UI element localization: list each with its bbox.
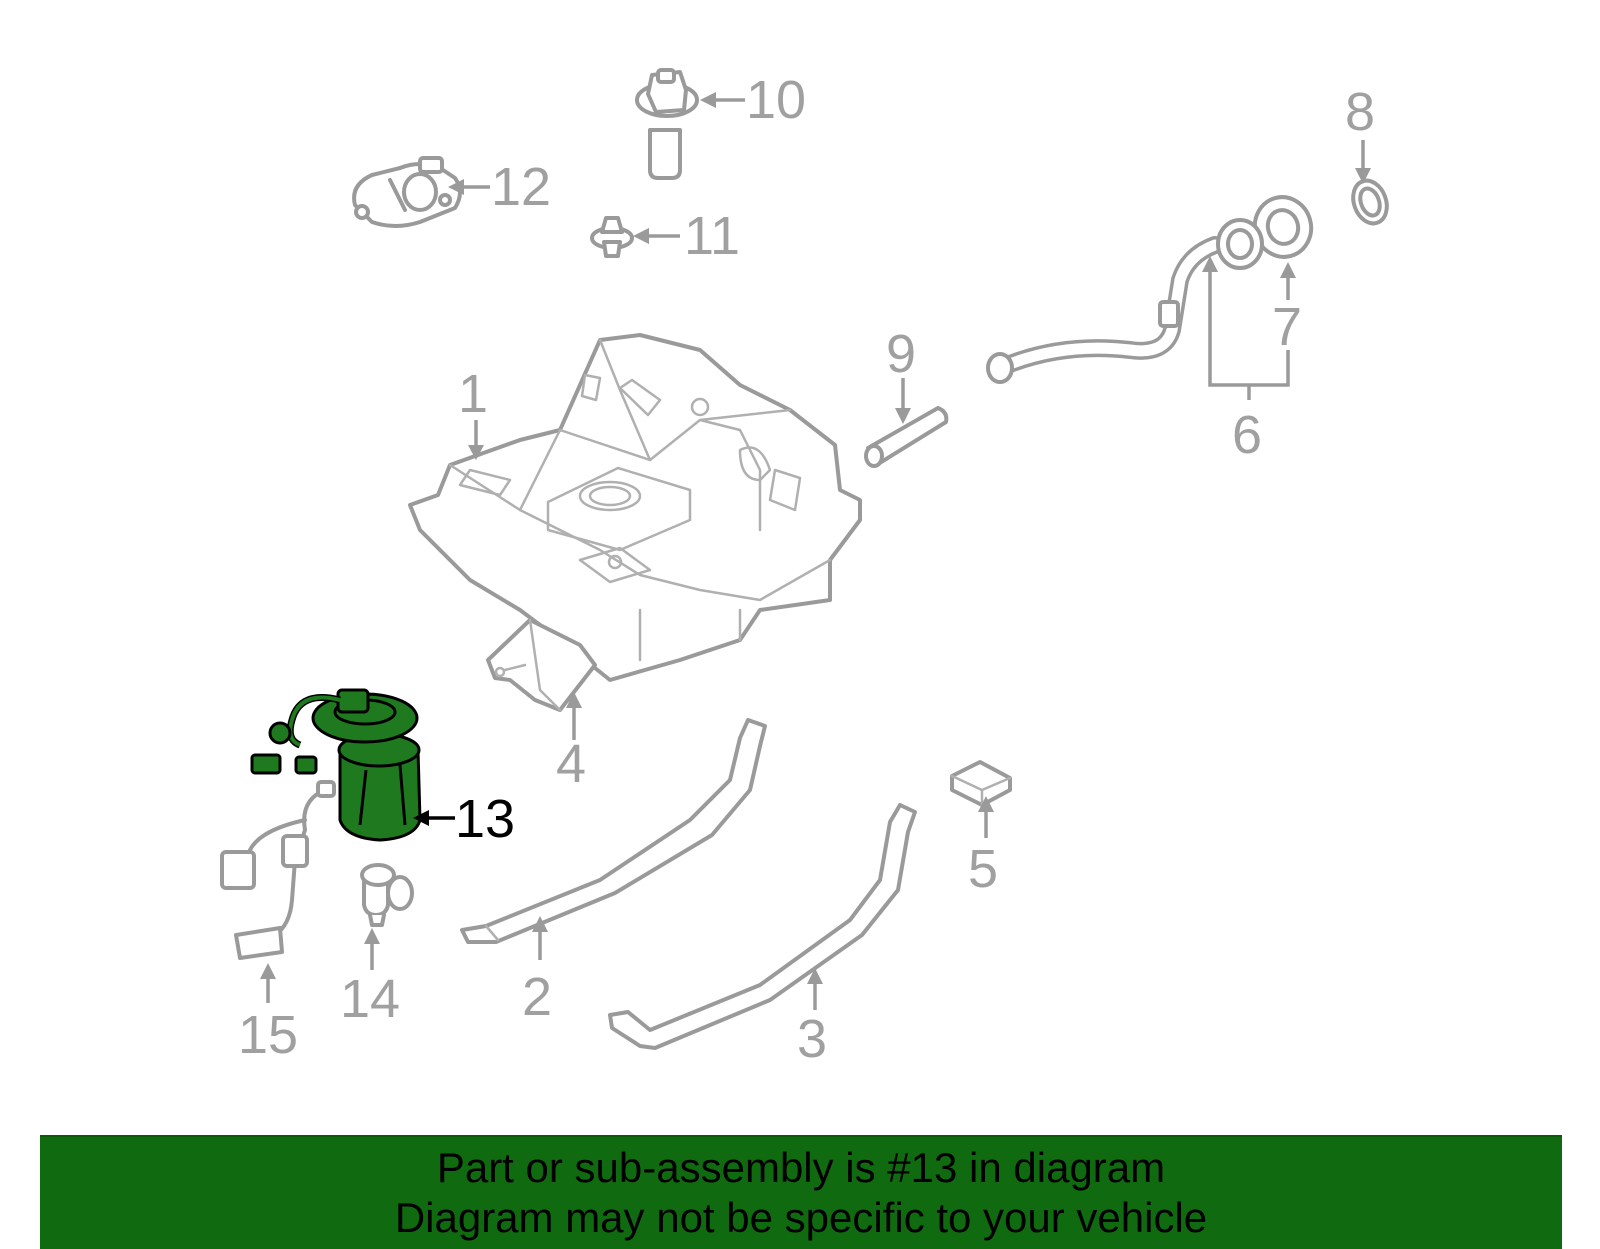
part-8-fuel-cap xyxy=(1351,178,1389,226)
part-4-bracket xyxy=(486,618,597,712)
callout-3: 3 xyxy=(797,1009,827,1069)
callout-4: 4 xyxy=(556,734,586,794)
part-3-strap xyxy=(608,803,917,1050)
part-5-pad xyxy=(950,760,1012,807)
part-14-pressure-regulator xyxy=(360,863,414,927)
callout-2: 2 xyxy=(522,967,552,1027)
callout-11: 11 xyxy=(684,206,740,266)
callout-10: 10 xyxy=(746,70,806,130)
callout-1: 1 xyxy=(458,364,488,424)
info-banner: Part or sub-assembly is #13 in diagram D… xyxy=(40,1135,1562,1249)
part-11-grommet xyxy=(590,216,634,258)
part-9-hose xyxy=(864,406,949,468)
callout-5: 5 xyxy=(968,839,998,899)
callout-13: 13 xyxy=(455,789,515,849)
leader-arrows xyxy=(260,92,1371,1010)
part-10-valve xyxy=(635,68,699,180)
callout-12: 12 xyxy=(491,157,551,217)
part-6-filler-pipe xyxy=(986,218,1264,384)
callout-6: 6 xyxy=(1232,405,1262,465)
part-12-vapor-valve xyxy=(352,156,462,228)
callout-9: 9 xyxy=(886,324,916,384)
callout-7: 7 xyxy=(1272,297,1302,357)
part-15-wiring-harness xyxy=(220,780,336,960)
callout-15: 15 xyxy=(238,1005,298,1065)
part-13-fuel-pump-module[interactable] xyxy=(250,688,422,842)
banner-line-2: Diagram may not be specific to your vehi… xyxy=(394,1194,1208,1241)
callout-8: 8 xyxy=(1345,82,1375,142)
banner-line-1: Part or sub-assembly is #13 in diagram xyxy=(436,1144,1166,1191)
callout-14: 14 xyxy=(340,969,400,1029)
